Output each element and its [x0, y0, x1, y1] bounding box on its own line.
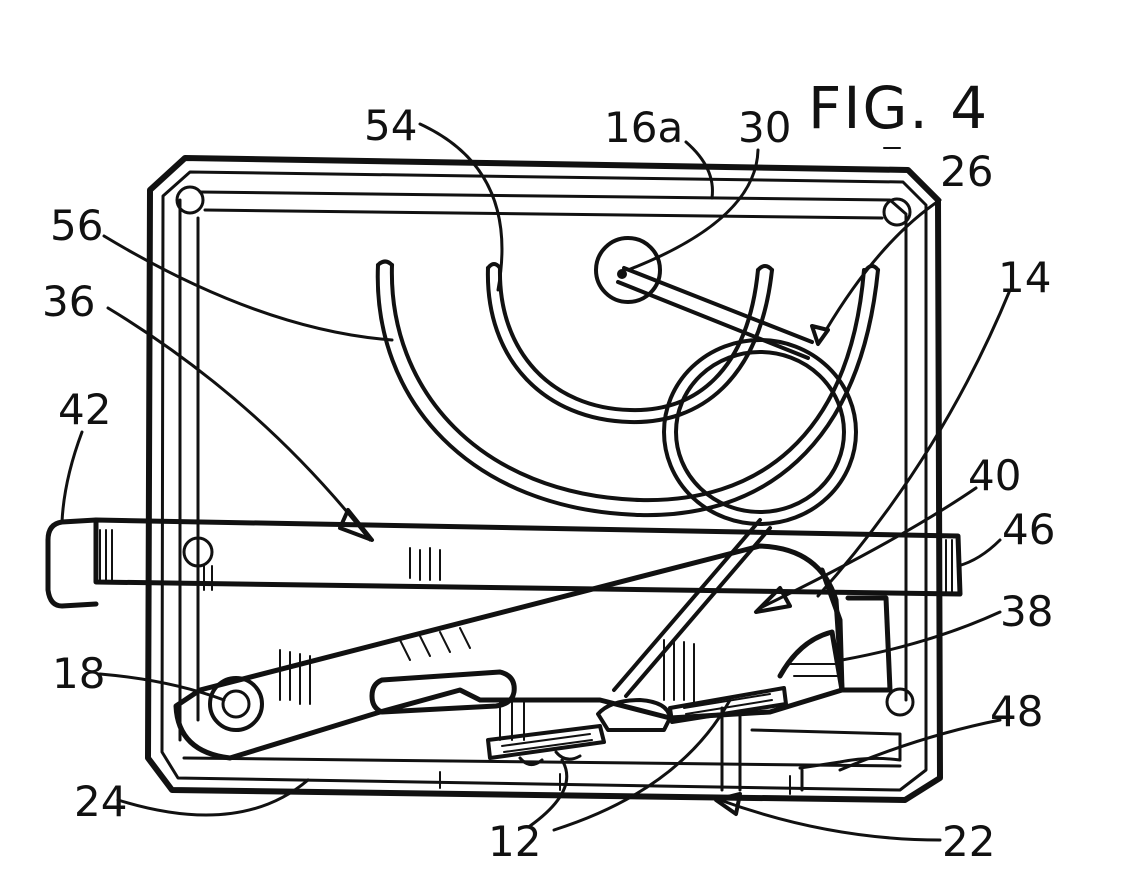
leader-42: [62, 432, 82, 522]
label-24: 24: [74, 777, 127, 826]
pivot-18: [210, 678, 262, 730]
label-16a: 16a: [604, 103, 683, 152]
label-48: 48: [990, 687, 1043, 736]
figure-title: FIG. 4: [808, 74, 989, 142]
label-18: 18: [52, 649, 105, 698]
terminals-22-48: [722, 708, 900, 790]
torsion-spring-26: [614, 268, 856, 696]
leader-46: [958, 540, 1000, 566]
slide-bar-36: [48, 520, 960, 606]
leader-38: [842, 612, 1000, 660]
latch-lever-14: [176, 546, 842, 758]
label-26: 26: [940, 147, 993, 196]
leader-26: [826, 200, 940, 330]
label-54: 54: [364, 101, 417, 150]
leader-48: [840, 720, 1000, 770]
housing-frame: [148, 158, 940, 800]
label-12: 12: [488, 817, 541, 866]
leader-22: [720, 800, 940, 840]
leader-24: [118, 780, 308, 815]
label-14: 14: [998, 253, 1051, 302]
label-46: 46: [1002, 505, 1055, 554]
label-38: 38: [1000, 587, 1053, 636]
catch-38: [780, 570, 890, 690]
arrow-26: [812, 326, 828, 344]
corner-holes: [177, 187, 913, 715]
leader-14: [818, 290, 1010, 596]
label-36: 36: [42, 277, 95, 326]
label-30: 30: [738, 103, 791, 152]
label-56: 56: [50, 201, 103, 250]
label-22: 22: [942, 817, 995, 866]
leader-16a: [686, 142, 712, 198]
arc-slots: [378, 262, 878, 516]
label-42: 42: [58, 385, 111, 434]
label-40: 40: [968, 451, 1021, 500]
